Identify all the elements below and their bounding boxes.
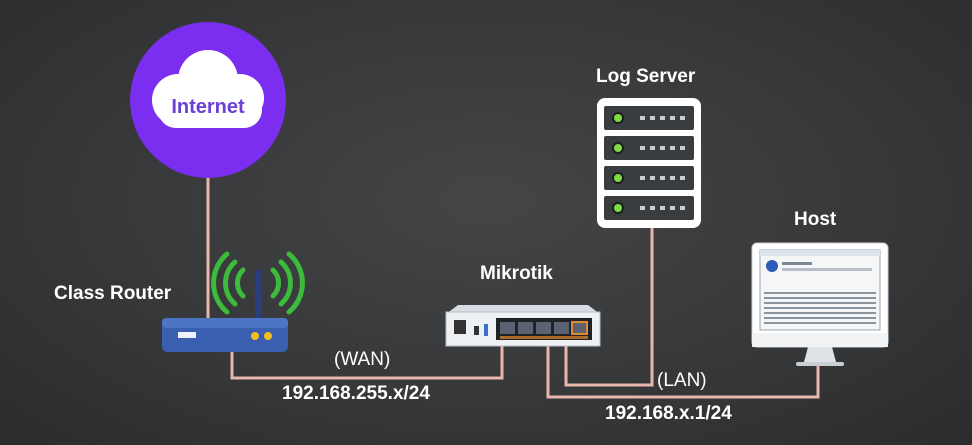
mikrotik-icon [445, 305, 601, 347]
mikrotik-button [474, 326, 479, 335]
monitor-screen [759, 249, 881, 331]
wifi-icon [211, 251, 305, 315]
server-units [604, 106, 694, 220]
class-router-icon [162, 251, 305, 352]
monitor-bottom-bezel [752, 333, 888, 347]
mikrotik-power-port [454, 320, 466, 334]
lan-link-host [546, 342, 820, 399]
mikrotik-port-4 [554, 322, 569, 334]
connections [206, 175, 820, 399]
host-label: Host [794, 209, 837, 230]
wan-tag: (WAN) [334, 349, 391, 370]
server-frame [597, 98, 701, 228]
mikrotik-port-1 [500, 322, 515, 334]
monitor-base [796, 362, 844, 366]
mikrotik-label: Mikrotik [480, 263, 553, 284]
router-top-face [162, 318, 288, 328]
mikrotik-port-5 [571, 321, 588, 335]
internet-cloud: Internet [130, 22, 286, 178]
log-server-label: Log Server [596, 66, 696, 87]
lan-subnet: 192.168.x.1/24 [605, 403, 732, 424]
lan-link-log-server [564, 228, 654, 387]
wan-subnet: 192.168.255.x/24 [282, 383, 430, 404]
mikrotik-port-2 [518, 322, 533, 334]
wan-link [230, 340, 504, 380]
router-slot [178, 332, 196, 338]
monitor-stand [804, 347, 836, 362]
screen-titlebar [760, 250, 880, 256]
log-server-icon [597, 98, 701, 228]
screen-logo [766, 260, 778, 272]
host-monitor-icon [751, 242, 889, 366]
screen-table [764, 292, 876, 324]
router-led-2 [264, 332, 272, 340]
mikrotik-usb [484, 324, 488, 336]
internet-label: Internet [171, 96, 245, 118]
class-router-label: Class Router [54, 283, 172, 304]
mikrotik-leds [500, 336, 588, 339]
lan-tag: (LAN) [657, 370, 707, 391]
router-led-1 [251, 332, 259, 340]
router-antenna [255, 270, 261, 320]
mikrotik-port-3 [536, 322, 551, 334]
cloud-icon [152, 50, 264, 128]
